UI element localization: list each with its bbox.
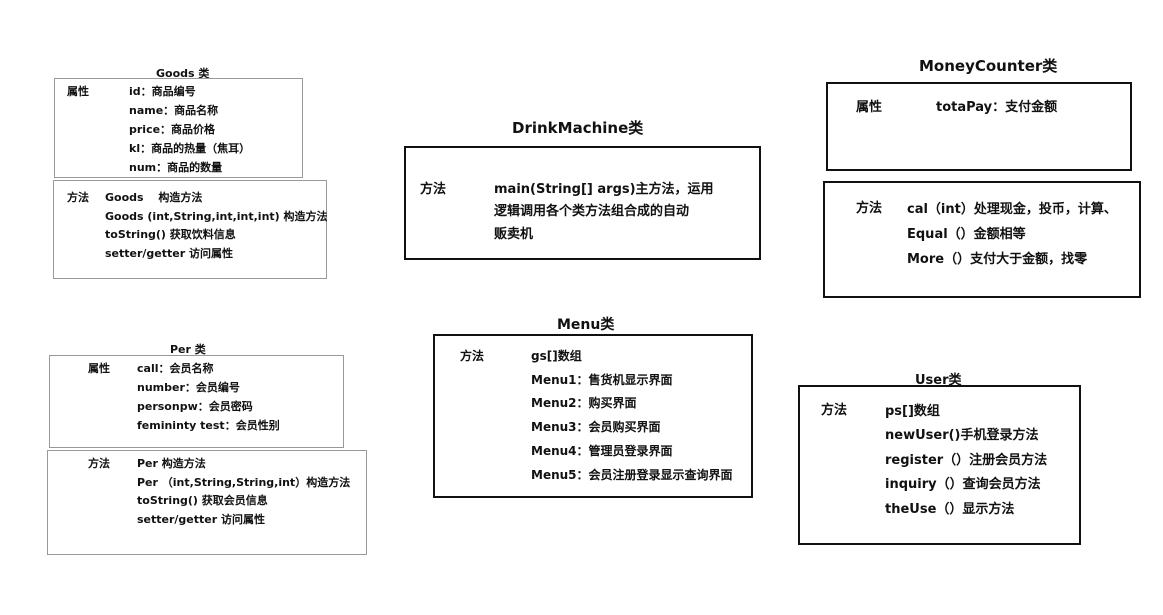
per-class-title: Per 类 (170, 343, 206, 356)
menu-menu1: Menu1：售货机显示界面 (531, 373, 673, 387)
goods-method-constructor-args: Goods (int,String,int,int,int) 构造方法 (105, 210, 328, 223)
per-method-tostring: toString() 获取会员信息 (137, 494, 268, 507)
per-attr-call: call：会员名称 (137, 362, 214, 375)
per-method-constructor: Per 构造方法 (137, 457, 206, 470)
moneycounter-method-cal: cal（int）处理现金，投币，计算、 (907, 202, 1117, 217)
drinkmachine-method-label: 方法 (420, 182, 447, 197)
user-ps-array: ps[]数组 (885, 404, 940, 419)
drinkmachine-methods-box: 方法 main(String[] args)主方法，运用 逻辑调用各个类方法组合… (404, 146, 761, 260)
goods-class-title: Goods 类 (156, 67, 210, 80)
menu-methods-box: 方法 gs[]数组 Menu1：售货机显示界面 Menu2：购买界面 Menu3… (433, 334, 753, 498)
moneycounter-attr-totapay: totaPay：支付金额 (936, 100, 1058, 115)
goods-attr-name: name：商品名称 (129, 104, 219, 117)
goods-attr-num: num：商品的数量 (129, 161, 223, 174)
moneycounter-method-equal: Equal（）金额相等 (907, 227, 1026, 242)
menu-menu4: Menu4：管理员登录界面 (531, 444, 673, 458)
per-attr-number: number：会员编号 (137, 381, 240, 394)
moneycounter-method-more: More（）支付大于金额，找零 (907, 252, 1088, 267)
menu-menu5: Menu5：会员注册登录显示查询界面 (531, 468, 733, 482)
moneycounter-attributes-box: 属性 totaPay：支付金额 (826, 82, 1132, 171)
moneycounter-methods-box: 方法 cal（int）处理现金，投币，计算、 Equal（）金额相等 More（… (823, 181, 1141, 298)
goods-method-setter-getter: setter/getter 访问属性 (105, 247, 233, 260)
goods-methods-box: 方法 Goods 构造方法 Goods (int,String,int,int,… (53, 180, 328, 279)
goods-method-label: 方法 (67, 191, 89, 204)
drinkmachine-main-line2: 逻辑调用各个类方法组合成的自动 (494, 204, 690, 219)
goods-attr-label: 属性 (67, 85, 89, 98)
goods-method-constructor: Goods 构造方法 (105, 191, 203, 204)
per-attr-femininty: femininty test：会员性别 (137, 419, 280, 432)
user-method-register: register（）注册会员方法 (885, 453, 1048, 468)
user-methods-box: 方法 ps[]数组 newUser()手机登录方法 register（）注册会员… (798, 385, 1081, 545)
per-methods-box: 方法 Per 构造方法 Per （int,String,String,int）构… (47, 450, 367, 555)
per-method-setter-getter: setter/getter 访问属性 (137, 513, 265, 526)
user-method-inquiry: inquiry（）查询会员方法 (885, 477, 1041, 492)
user-method-theuse: theUse（）显示方法 (885, 502, 1015, 517)
menu-menu2: Menu2：购买界面 (531, 396, 637, 410)
per-method-constructor-args: Per （int,String,String,int）构造方法 (137, 476, 351, 489)
goods-attr-kl: kl：商品的热量（焦耳） (129, 142, 251, 155)
menu-gs-array: gs[]数组 (531, 349, 582, 363)
per-method-label: 方法 (88, 457, 110, 470)
menu-method-label: 方法 (460, 349, 485, 363)
goods-attributes-box: 属性 id：商品编号 name：商品名称 price：商品价格 kl：商品的热量… (54, 78, 303, 178)
per-attr-personpw: personpw：会员密码 (137, 400, 253, 413)
menu-class-title: Menu类 (557, 317, 615, 333)
user-class-title: User类 (915, 373, 962, 388)
moneycounter-attr-label: 属性 (856, 100, 883, 115)
menu-menu3: Menu3：会员购买界面 (531, 420, 661, 434)
goods-attr-id: id：商品编号 (129, 85, 196, 98)
user-method-newuser: newUser()手机登录方法 (885, 428, 1039, 443)
drinkmachine-main-line1: main(String[] args)主方法，运用 (494, 182, 714, 197)
user-method-label: 方法 (821, 403, 848, 418)
drinkmachine-class-title: DrinkMachine类 (512, 119, 644, 137)
goods-attr-price: price：商品价格 (129, 123, 216, 136)
per-attr-label: 属性 (88, 362, 110, 375)
moneycounter-class-title: MoneyCounter类 (919, 57, 1058, 75)
moneycounter-method-label: 方法 (856, 201, 883, 216)
per-attributes-box: 属性 call：会员名称 number：会员编号 personpw：会员密码 f… (49, 355, 344, 448)
drinkmachine-main-line3: 贩卖机 (494, 227, 534, 242)
goods-method-tostring: toString() 获取饮料信息 (105, 228, 236, 241)
